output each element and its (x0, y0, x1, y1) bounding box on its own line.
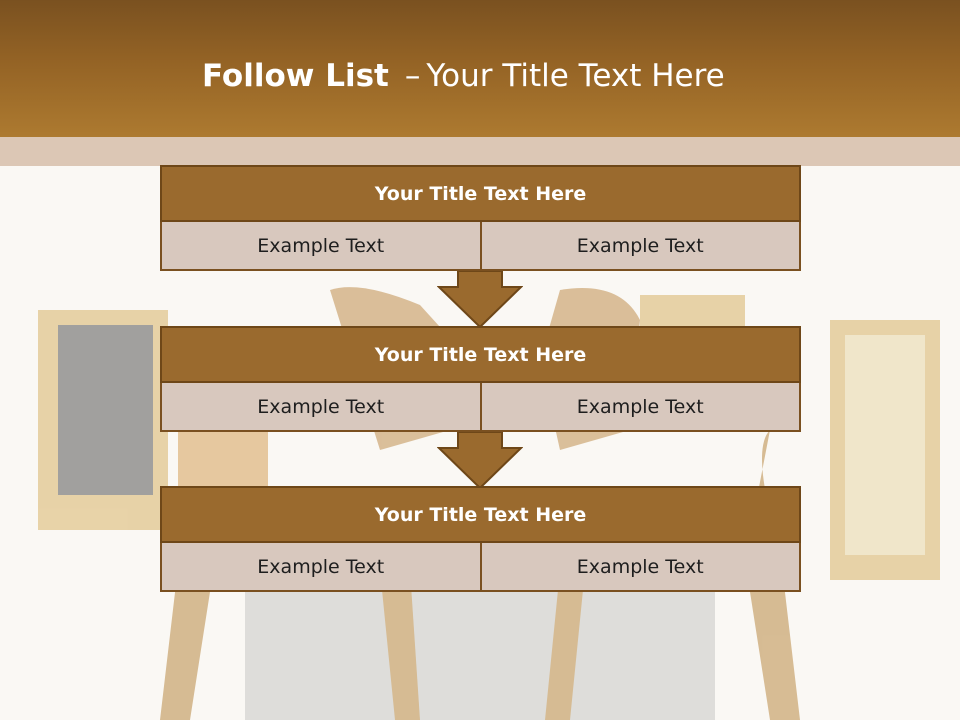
row-cell-left: Example Text (160, 543, 482, 592)
header-band (0, 0, 960, 137)
row-cell-right: Example Text (481, 543, 801, 592)
title-dash: – (404, 58, 421, 94)
row-cell-left: Example Text (160, 383, 482, 432)
flow-row-3: Your Title Text Here Example Text Exampl… (160, 486, 801, 592)
flow-row-1: Your Title Text Here Example Text Exampl… (160, 165, 801, 271)
flow-row-2: Your Title Text Here Example Text Exampl… (160, 326, 801, 432)
down-arrow-icon (437, 432, 523, 490)
row-title: Your Title Text Here (160, 486, 801, 543)
down-arrow-icon (437, 271, 523, 329)
row-title: Your Title Text Here (160, 326, 801, 383)
title-bold: Follow List (202, 58, 389, 94)
row-cell-right: Example Text (481, 222, 801, 271)
title-rest: Your Title Text Here (426, 58, 725, 94)
row-title: Your Title Text Here (160, 165, 801, 222)
row-cells: Example Text Example Text (160, 383, 801, 432)
row-cells: Example Text Example Text (160, 543, 801, 592)
row-cell-left: Example Text (160, 222, 482, 271)
page-title: Follow List–Your Title Text Here (202, 56, 725, 96)
row-cells: Example Text Example Text (160, 222, 801, 271)
header-strip (0, 137, 960, 166)
row-cell-right: Example Text (481, 383, 801, 432)
